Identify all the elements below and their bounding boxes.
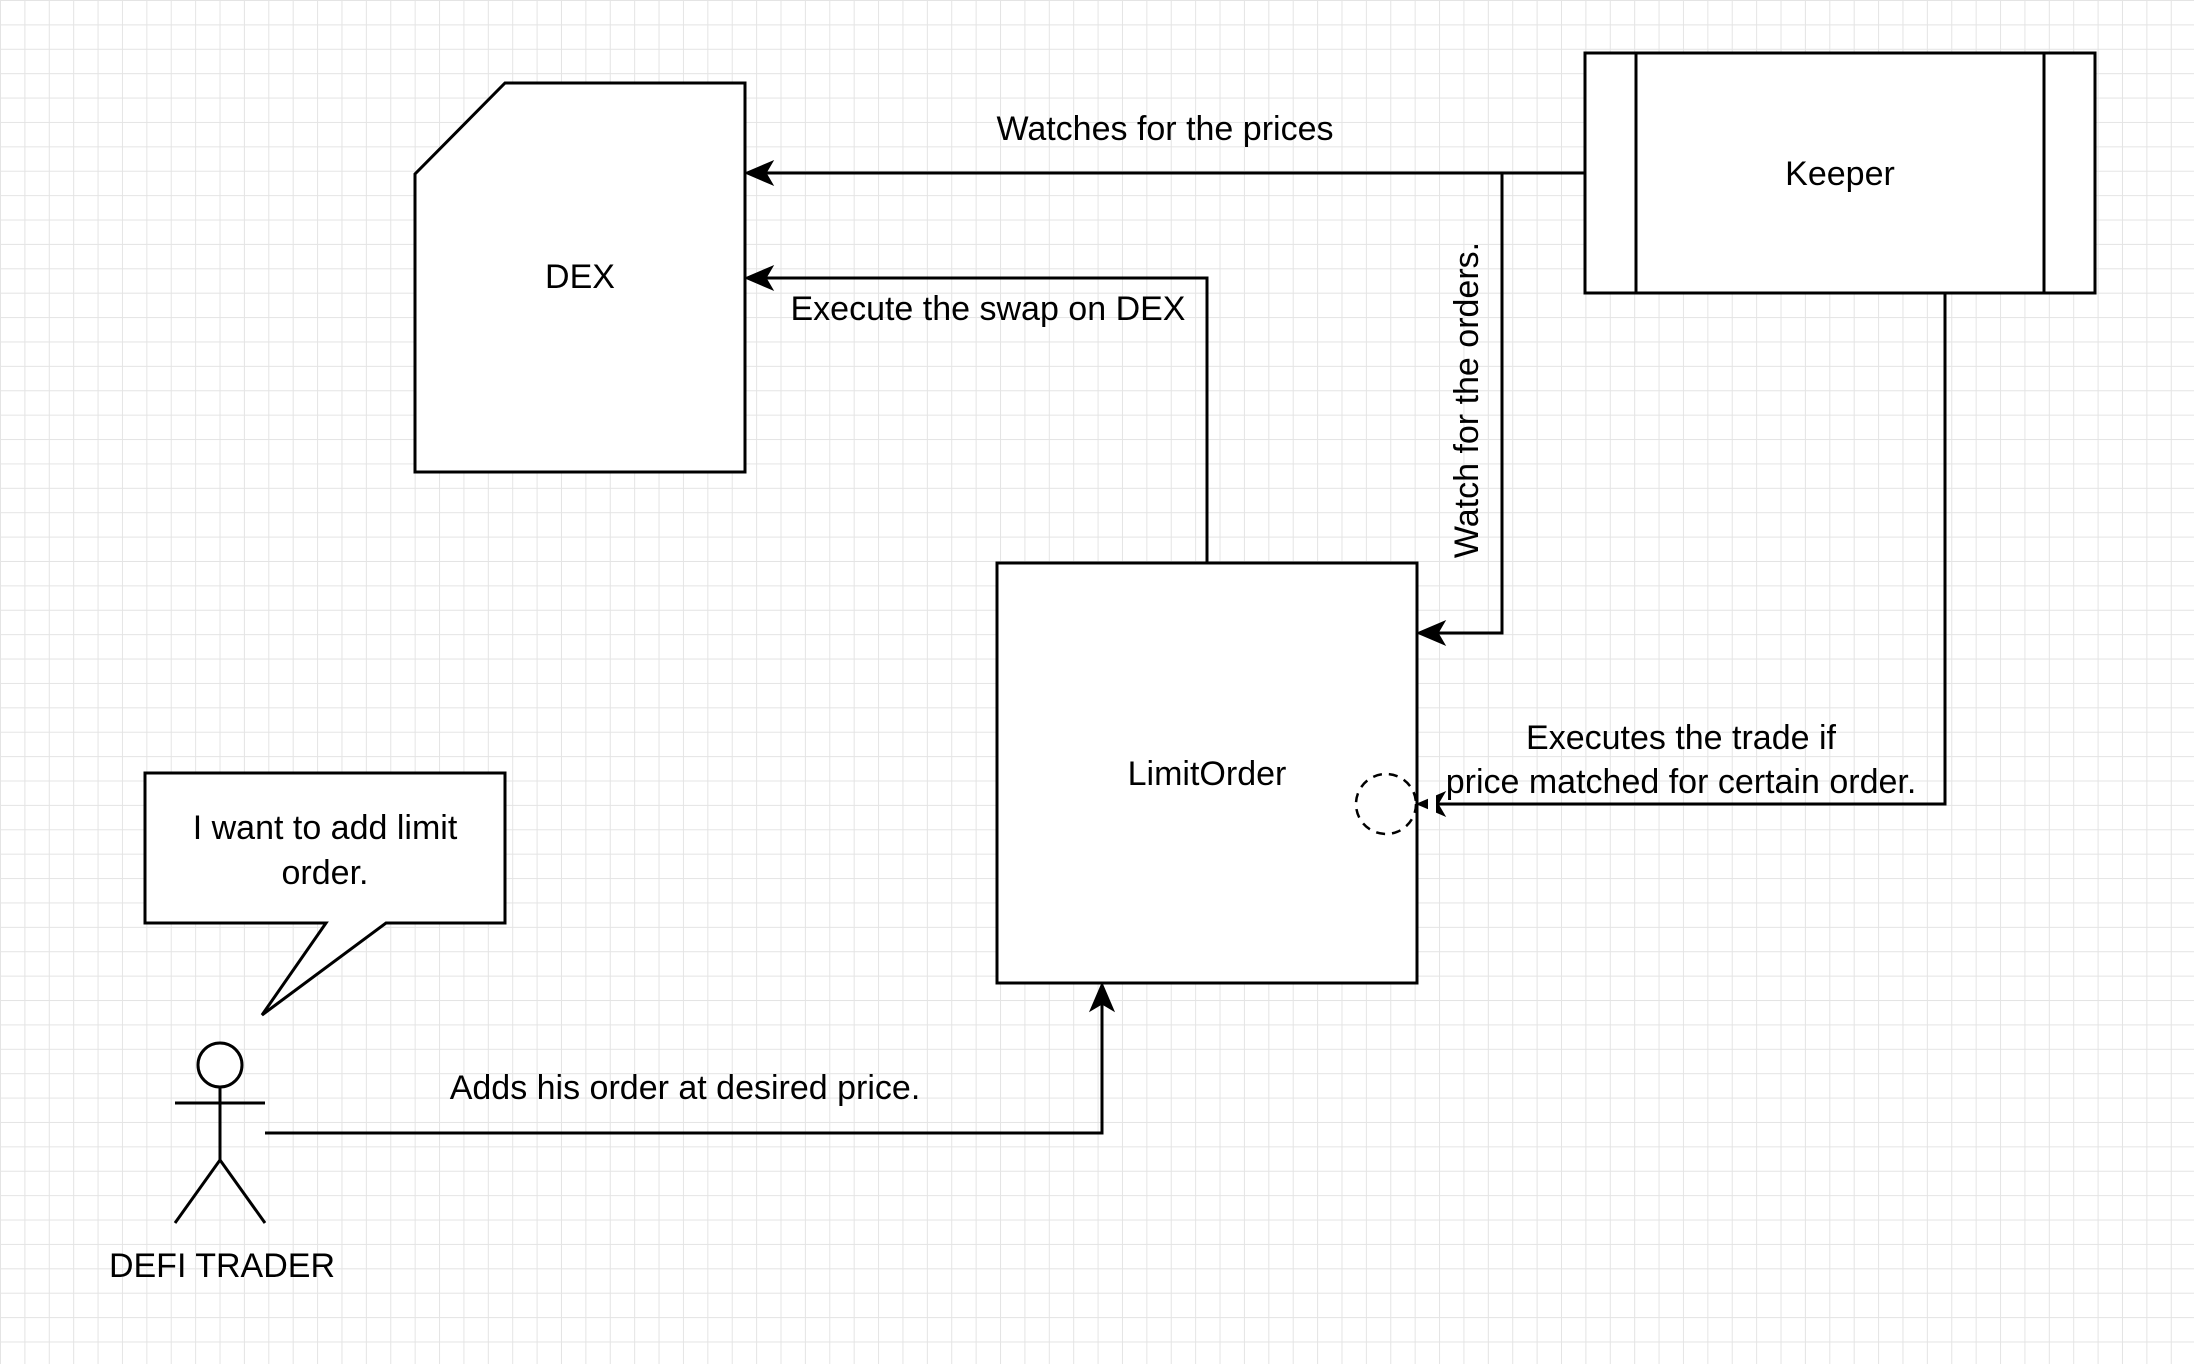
edge-watch-orders[interactable]: Watch for the orders. (1415, 173, 1504, 647)
edge-executes-trade-line (1437, 293, 1947, 806)
edge-watches-prices-label: Watches for the prices (997, 110, 1334, 148)
edge-execute-swap-arrowhead (743, 264, 775, 292)
dex-node[interactable]: DEX (413, 81, 747, 474)
edge-watch-orders-arrowhead (1415, 619, 1447, 647)
callout-text-line1: I want to add limit (193, 809, 458, 847)
edge-watches-prices-arrowhead (743, 159, 775, 187)
edge-executes-trade-label-line1: Executes the trade if (1526, 719, 1837, 757)
limit-order-shape[interactable] (995, 561, 1419, 985)
edge-executes-trade[interactable]: Executes the trade if price matched for … (1415, 293, 1947, 818)
edge-executes-trade-label-mask (1428, 795, 1436, 813)
limit-order-node[interactable]: LimitOrder (995, 561, 1419, 985)
edge-executes-trade-label-line2: price matched for certain order. (1446, 763, 1917, 801)
defi-trader-actor[interactable]: DEFI TRADER (109, 1041, 335, 1285)
edge-execute-swap-label: Execute the swap on DEX (790, 290, 1185, 328)
edge-adds-order[interactable]: Adds his order at desired price. (265, 981, 1116, 1135)
edge-watch-orders-line (1437, 173, 1504, 635)
dex-label: DEX (545, 258, 615, 296)
edge-adds-order-arrowhead (1088, 981, 1116, 1013)
trader-label: DEFI TRADER (109, 1247, 335, 1285)
edge-watches-prices[interactable]: Watches for the prices (743, 110, 1585, 187)
edge-execute-swap-line (765, 276, 1209, 563)
edge-adds-order-label: Adds his order at desired price. (450, 1069, 921, 1107)
keeper-node[interactable]: Keeper (1583, 51, 2097, 295)
callout-shape[interactable] (143, 771, 507, 1017)
limit-order-label: LimitOrder (1128, 755, 1287, 793)
actor-head (196, 1041, 244, 1089)
edge-adds-order-line (265, 1003, 1104, 1135)
dex-shape[interactable] (413, 81, 747, 474)
keeper-shape[interactable] (1583, 51, 2097, 295)
edge-watch-orders-label: Watch for the orders. (1448, 242, 1486, 558)
callout-text-line2: order. (282, 854, 369, 892)
edge-execute-swap[interactable]: Execute the swap on DEX (743, 264, 1209, 563)
keeper-label: Keeper (1785, 155, 1895, 193)
speech-callout[interactable]: I want to add limit order. (143, 771, 507, 1017)
actor-right-leg (218, 1159, 267, 1224)
actor-left-leg (173, 1159, 222, 1224)
